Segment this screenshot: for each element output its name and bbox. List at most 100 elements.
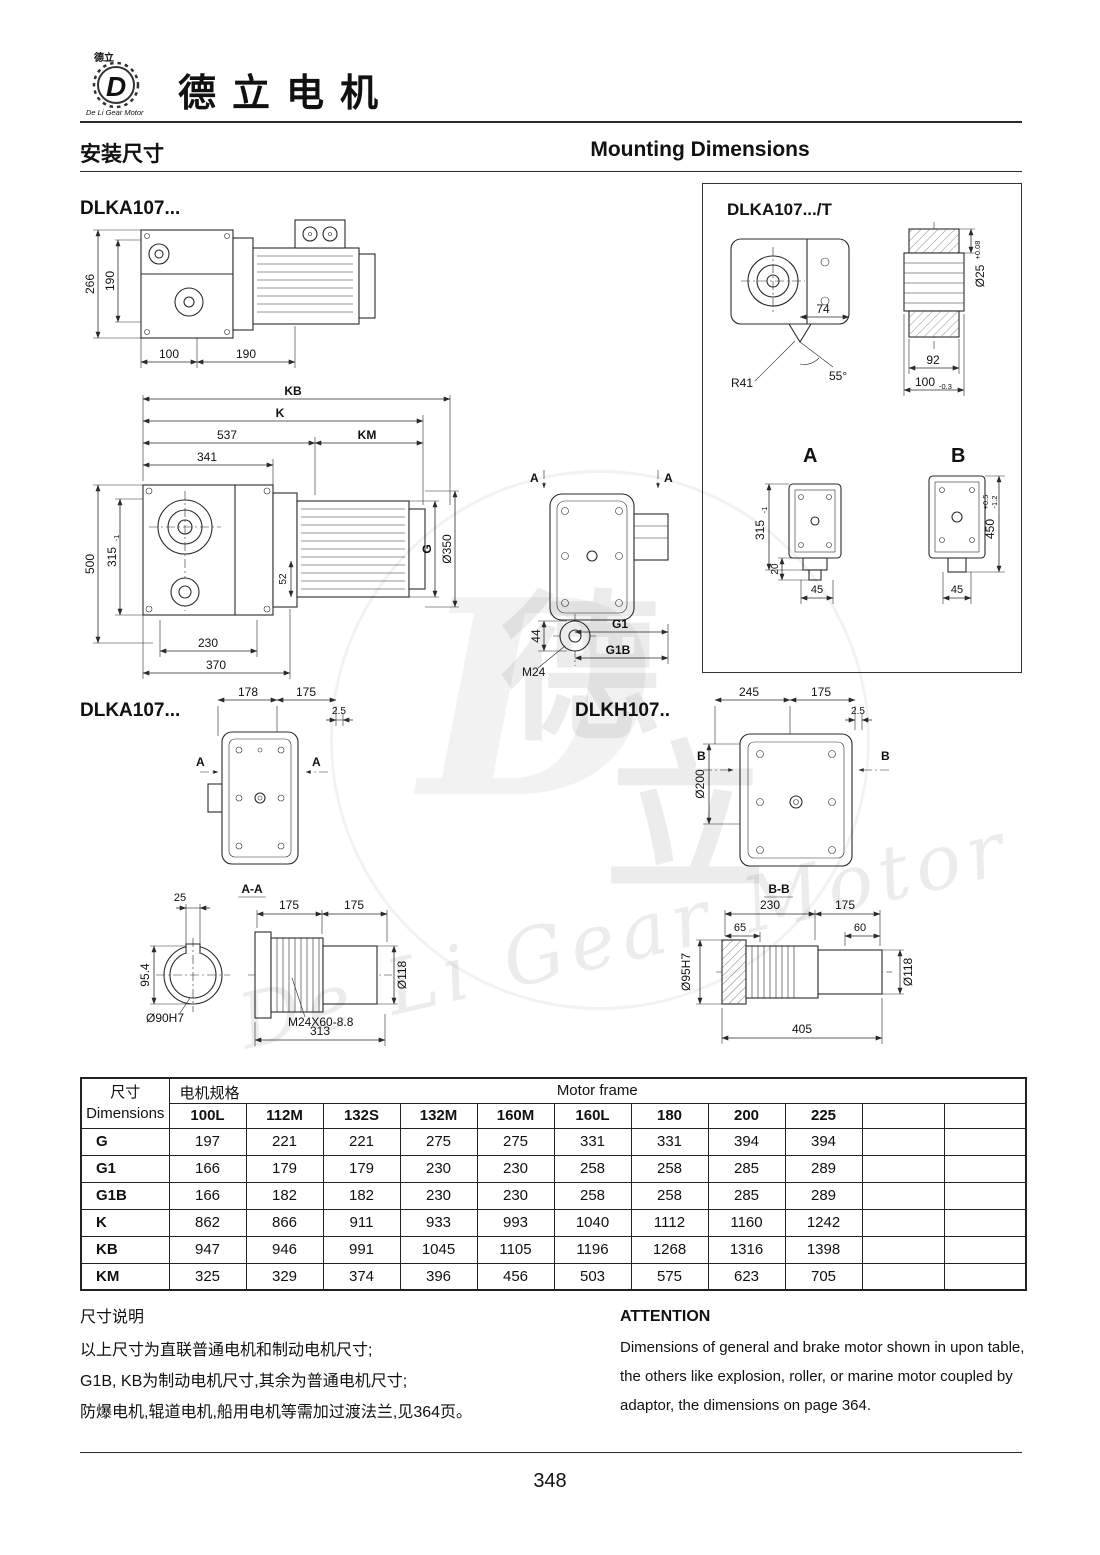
page-title-en: Mounting Dimensions	[590, 138, 810, 161]
notes-en-line-3: adaptor, the dimensions on page 364.	[620, 1397, 872, 1414]
dim-118dia-label: Ø118	[395, 960, 409, 989]
value-cell: 947	[168, 1235, 247, 1264]
dim-74-label: 74	[816, 302, 830, 316]
value-cell: 1268	[630, 1235, 709, 1264]
value-cell: 705	[784, 1262, 863, 1291]
drawing-dlka107t: 74 R41 55° Ø25 +0.08 92	[730, 222, 1005, 604]
value-cell: 866	[245, 1208, 324, 1237]
dimensions-header-cell: 尺寸 Dimensions	[80, 1077, 170, 1129]
value-cell: 503	[553, 1262, 632, 1291]
value-cell: 911	[322, 1208, 401, 1237]
drawing-dlka107-top-view: 266 190 100 190	[85, 219, 376, 368]
notes-zh-line-3: 防爆电机,辊道电机,船用电机等需加过渡法兰,见364页。	[80, 1404, 473, 1421]
dim-92-label: 92	[926, 353, 940, 367]
view-b-drawing: 450 +0.5 -1.2 45	[928, 475, 1005, 604]
column-header-160m: 160M	[476, 1102, 555, 1129]
empty-cell	[943, 1235, 1027, 1264]
dim-370-label: 370	[206, 658, 226, 672]
section-arrow-a-label: A	[530, 471, 539, 485]
title-rule	[80, 171, 1022, 172]
table-header-row-1: 尺寸 Dimensions 电机规格 Motor frame	[80, 1077, 1027, 1129]
column-header-112m: 112M	[245, 1102, 324, 1129]
column-header-225: 225	[784, 1102, 863, 1129]
column-header-132s: 132S	[322, 1102, 401, 1129]
value-cell: 396	[399, 1262, 478, 1291]
section-arrow-b-label: B	[697, 749, 706, 763]
gearbox-outline	[140, 229, 234, 339]
section-label-dlka107: DLKA107...	[80, 198, 181, 219]
dim-100-tol-label: -0.3	[939, 382, 952, 391]
shaft-dimensions: 44 M24 G1 G1B	[522, 617, 669, 679]
dim-450-tol-up-label: +0.5	[981, 495, 990, 510]
column-header-100l: 100L	[168, 1102, 247, 1129]
dim-266-label: 266	[85, 274, 97, 294]
shaft-dimensions: Ø95H7 Ø118 405	[679, 939, 915, 1044]
value-cell: 166	[168, 1181, 247, 1210]
column-header-200: 200	[707, 1102, 786, 1129]
drawing-dlka107-side-view: KB K 537 KM 341 500	[85, 385, 459, 679]
dim-25dia-label: Ø25	[973, 264, 987, 287]
value-cell: 374	[322, 1262, 401, 1291]
dim-44-label: 44	[529, 629, 543, 643]
value-cell: 456	[476, 1262, 555, 1291]
value-cell: 258	[553, 1181, 632, 1210]
section-arrow-a-label: A	[196, 755, 205, 769]
motor-spec-zh: 电机规格	[179, 1085, 240, 1102]
value-cell: 933	[399, 1208, 478, 1237]
shaft-section-view	[248, 931, 392, 1019]
value-cell: 993	[476, 1208, 555, 1237]
notes-zh-title: 尺寸说明	[80, 1309, 145, 1326]
top-dimensions: 178 175 2.5	[217, 686, 353, 736]
value-cell: 258	[553, 1154, 632, 1183]
view-a-label: A	[803, 445, 817, 467]
empty-cell	[861, 1154, 945, 1183]
value-cell: 221	[245, 1127, 324, 1156]
dim-315-tol-label: -1	[760, 507, 769, 514]
section-arrow-b-label: B	[881, 749, 890, 763]
value-cell: 1112	[630, 1208, 709, 1237]
dim-315-label: 315	[753, 520, 767, 540]
top-dimension-chain: KB K 537 KM 341	[142, 385, 451, 505]
value-cell: 275	[476, 1127, 555, 1156]
housing-end-view	[739, 733, 853, 867]
value-cell: 862	[168, 1208, 247, 1237]
value-cell: 325	[168, 1262, 247, 1291]
dim-k-label: K	[276, 406, 285, 420]
hub-bore-view	[156, 938, 230, 1012]
value-cell: 1398	[784, 1235, 863, 1264]
value-cell: 331	[630, 1127, 709, 1156]
dim-95p4-label: 95.4	[138, 963, 152, 987]
row-label: G1B	[80, 1181, 170, 1210]
row-label: KB	[80, 1235, 170, 1264]
row-label: G1	[80, 1154, 170, 1183]
empty-cell	[943, 1154, 1027, 1183]
value-cell: 394	[784, 1127, 863, 1156]
empty-cell	[861, 1181, 945, 1210]
page-number: 348	[533, 1470, 567, 1492]
notes-zh-line-2: G1B, KB为制动电机尺寸,其余为普通电机尺寸;	[80, 1373, 408, 1390]
value-cell: 182	[245, 1181, 324, 1210]
empty-cell	[943, 1127, 1027, 1156]
motor-outline	[296, 500, 426, 598]
empty-cell	[861, 1235, 945, 1264]
dim-341-label: 341	[197, 450, 217, 464]
dim-175-label: 175	[296, 686, 316, 699]
value-cell: 1242	[784, 1208, 863, 1237]
notes-zh: 尺寸说明 以上尺寸为直联普通电机和制动电机尺寸; G1B, KB为制动电机尺寸,…	[80, 1302, 580, 1428]
section-arrow-a-label: A	[664, 471, 673, 485]
dim-65-label: 65	[734, 922, 746, 934]
value-cell: 230	[399, 1154, 478, 1183]
dim-230-label: 230	[198, 636, 218, 650]
dim-kb-label: KB	[284, 385, 302, 398]
shaft-dimensions: 175 175 Ø118 M24X60-8.8 313	[254, 898, 409, 1046]
value-cell: 197	[168, 1127, 247, 1156]
dim-g1-label: G1	[612, 617, 628, 631]
dim-m24-label: M24	[522, 665, 546, 679]
empty-cell	[861, 1262, 945, 1291]
value-cell: 289	[784, 1181, 863, 1210]
